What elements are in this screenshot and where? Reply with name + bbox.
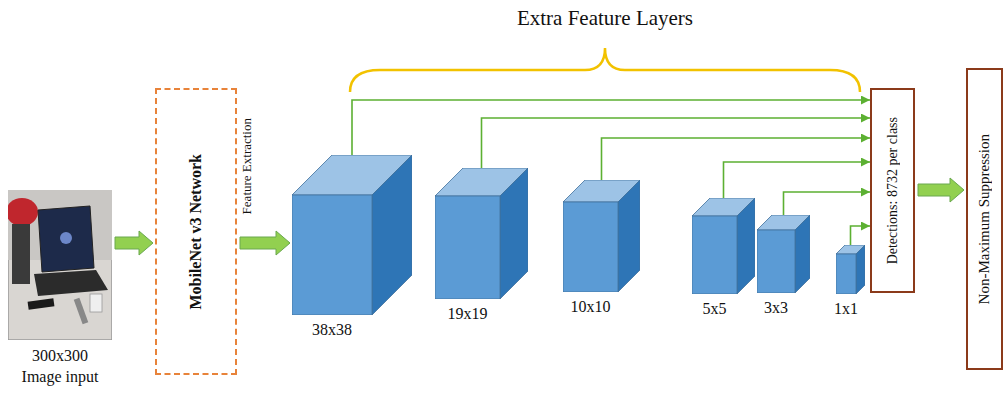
nms-box: Non-Maximum Suppression: [966, 68, 1003, 370]
process-label: Feature Extraction: [239, 118, 255, 214]
feature-cube: [692, 198, 755, 294]
layer-size-label: 5x5: [692, 300, 737, 318]
cube-side: [618, 180, 640, 292]
photo-illustration: [8, 190, 112, 340]
layer-size-label: 3x3: [757, 299, 795, 317]
cube-front: [292, 195, 372, 315]
photo-remote: [74, 298, 89, 324]
input-caption: 300x300 Image input: [15, 346, 105, 388]
feature-layer: 38x38: [292, 155, 412, 339]
feature-link: [352, 100, 870, 156]
feature-layer: 1x1: [836, 245, 865, 318]
feature-link: [784, 192, 871, 216]
flow-arrow: [918, 178, 964, 202]
cube-side: [737, 198, 755, 294]
cube-front: [692, 216, 737, 294]
cube-side: [856, 245, 865, 294]
box-text: MobileNet v3 Network: [187, 154, 205, 310]
cube-side: [795, 215, 810, 293]
curly-bracket: [350, 48, 860, 92]
flow-arrow: [240, 231, 290, 255]
detections-box: Detections: 8732 per class: [870, 88, 915, 293]
image-input: 300x300 Image input: [8, 190, 112, 388]
feature-layer: 3x3: [757, 215, 810, 317]
cube-front: [836, 254, 856, 294]
feature-link: [602, 138, 871, 181]
photo-screen-glow: [60, 232, 72, 244]
feature-link: [724, 162, 871, 199]
cube-front: [435, 196, 500, 299]
cube-front: [757, 230, 795, 293]
photo-box: [90, 294, 102, 312]
feature-layer: 5x5: [692, 198, 755, 318]
cube-side: [500, 168, 528, 299]
bracket-title: Extra Feature Layers: [350, 6, 860, 31]
photo-laptop-screen: [38, 206, 94, 272]
photo-stand: [12, 224, 30, 284]
layer-size-label: 10x10: [563, 298, 618, 316]
box-text: Non-Maximum Suppression: [976, 134, 993, 304]
box-text: Detections: 8732 per class: [885, 117, 901, 264]
photo-chair: [8, 198, 38, 226]
photo-phone: [28, 298, 55, 310]
feature-link: [851, 226, 871, 246]
feature-cube: [563, 180, 640, 292]
layer-size-label: 1x1: [831, 300, 861, 318]
photo-laptop-base: [34, 270, 108, 296]
feature-cube: [435, 168, 528, 299]
feature-cube: [757, 215, 810, 293]
flow-arrow: [115, 231, 153, 255]
feature-layer: 19x19: [435, 168, 528, 323]
cube-front: [563, 202, 618, 292]
feature-layer: 10x10: [563, 180, 640, 316]
feature-cube: [292, 155, 412, 315]
layer-size-label: 38x38: [292, 321, 372, 339]
layer-size-label: 19x19: [435, 305, 500, 323]
cube-side: [372, 155, 412, 315]
feature-cube: [836, 245, 865, 294]
network-box: MobileNet v3 Network: [155, 88, 237, 375]
